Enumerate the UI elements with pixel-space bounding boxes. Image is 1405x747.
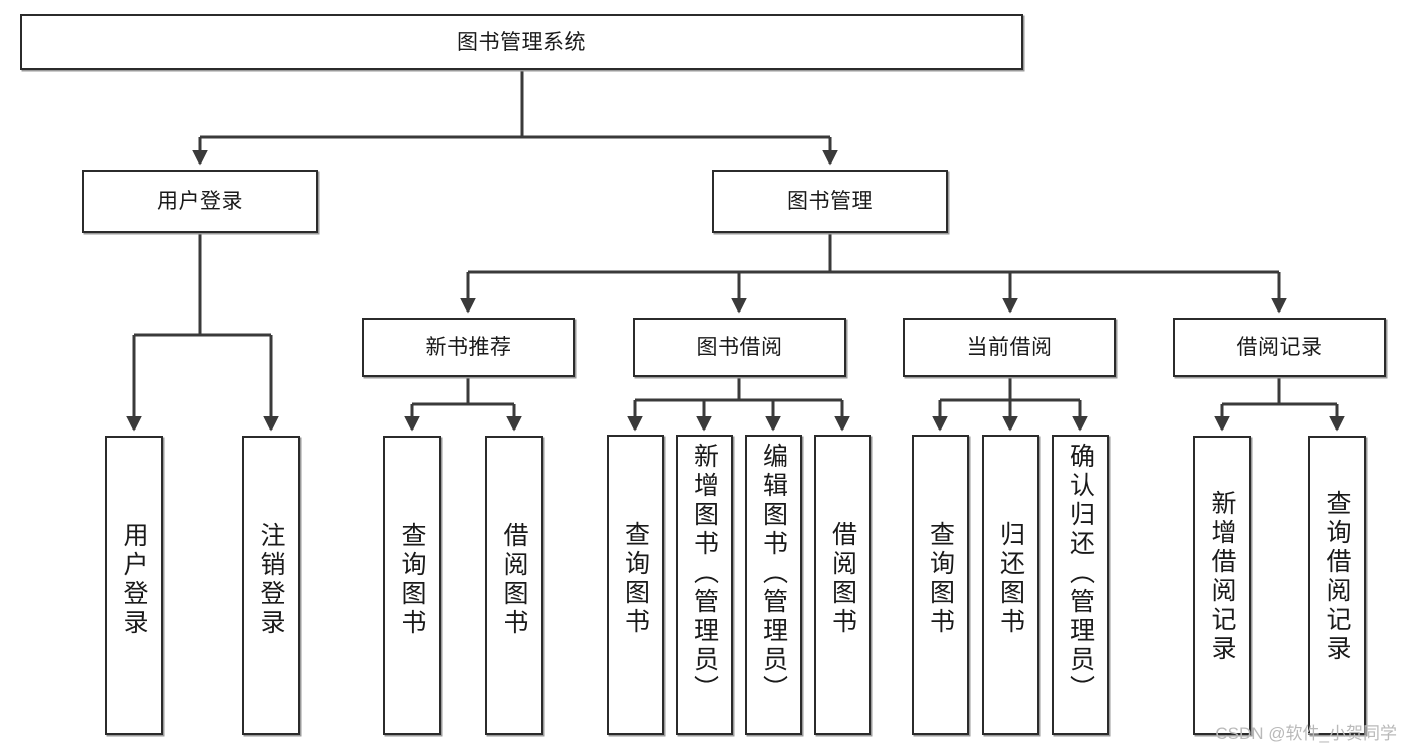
node-root[interactable]: 图书管理系统 — [20, 14, 1023, 70]
node-user-login[interactable]: 用户登录 — [82, 170, 318, 233]
node-leaf-user-login[interactable]: 用户登录 — [105, 436, 163, 735]
node-leaf-add-book-label: 新增图书（管理员） — [690, 443, 719, 704]
node-leaf-edit-book-label: 编辑图书（管理员） — [759, 443, 788, 704]
node-leaf-query-book-3-label: 查询图书 — [926, 521, 955, 637]
node-leaf-return-book-label: 归还图书 — [996, 521, 1025, 637]
node-current-borrow-label: 当前借阅 — [966, 336, 1053, 359]
node-new-book-rec[interactable]: 新书推荐 — [362, 318, 575, 377]
node-leaf-return-book[interactable]: 归还图书 — [982, 435, 1039, 735]
node-book-manage[interactable]: 图书管理 — [712, 170, 948, 233]
node-leaf-borrow-book-1[interactable]: 借阅图书 — [485, 436, 543, 735]
node-leaf-add-record[interactable]: 新增借阅记录 — [1193, 436, 1251, 735]
node-leaf-query-book-3[interactable]: 查询图书 — [912, 435, 969, 735]
node-book-borrow-label: 图书借阅 — [696, 336, 783, 359]
node-leaf-query-record-label: 查询借阅记录 — [1323, 490, 1351, 664]
node-leaf-confirm-return[interactable]: 确认归还（管理员） — [1052, 435, 1109, 735]
node-leaf-edit-book[interactable]: 编辑图书（管理员） — [745, 435, 802, 735]
node-leaf-borrow-book-2-label: 借阅图书 — [828, 521, 857, 637]
node-leaf-query-book-1[interactable]: 查询图书 — [383, 436, 441, 735]
node-leaf-borrow-book-2[interactable]: 借阅图书 — [814, 435, 871, 735]
node-leaf-query-book-2[interactable]: 查询图书 — [607, 435, 664, 735]
node-leaf-user-logout-label: 注销登录 — [257, 522, 285, 638]
node-leaf-query-book-1-label: 查询图书 — [398, 522, 426, 638]
node-borrow-record-label: 借阅记录 — [1236, 336, 1323, 359]
node-current-borrow[interactable]: 当前借阅 — [903, 318, 1116, 377]
node-book-manage-label: 图书管理 — [787, 190, 873, 213]
node-root-label: 图书管理系统 — [457, 30, 586, 54]
node-leaf-add-record-label: 新增借阅记录 — [1208, 490, 1236, 664]
node-leaf-user-logout[interactable]: 注销登录 — [242, 436, 300, 735]
node-leaf-query-record[interactable]: 查询借阅记录 — [1308, 436, 1366, 735]
node-leaf-user-login-label: 用户登录 — [120, 522, 148, 638]
node-user-login-label: 用户登录 — [157, 190, 243, 213]
node-new-book-rec-label: 新书推荐 — [425, 336, 512, 359]
node-leaf-borrow-book-1-label: 借阅图书 — [500, 522, 528, 638]
node-leaf-add-book[interactable]: 新增图书（管理员） — [676, 435, 733, 735]
watermark: CSDN @软件_小贺同学 — [1215, 724, 1397, 743]
node-borrow-record[interactable]: 借阅记录 — [1173, 318, 1386, 377]
node-book-borrow[interactable]: 图书借阅 — [633, 318, 846, 377]
node-leaf-query-book-2-label: 查询图书 — [621, 521, 650, 637]
node-leaf-confirm-return-label: 确认归还（管理员） — [1066, 443, 1095, 704]
